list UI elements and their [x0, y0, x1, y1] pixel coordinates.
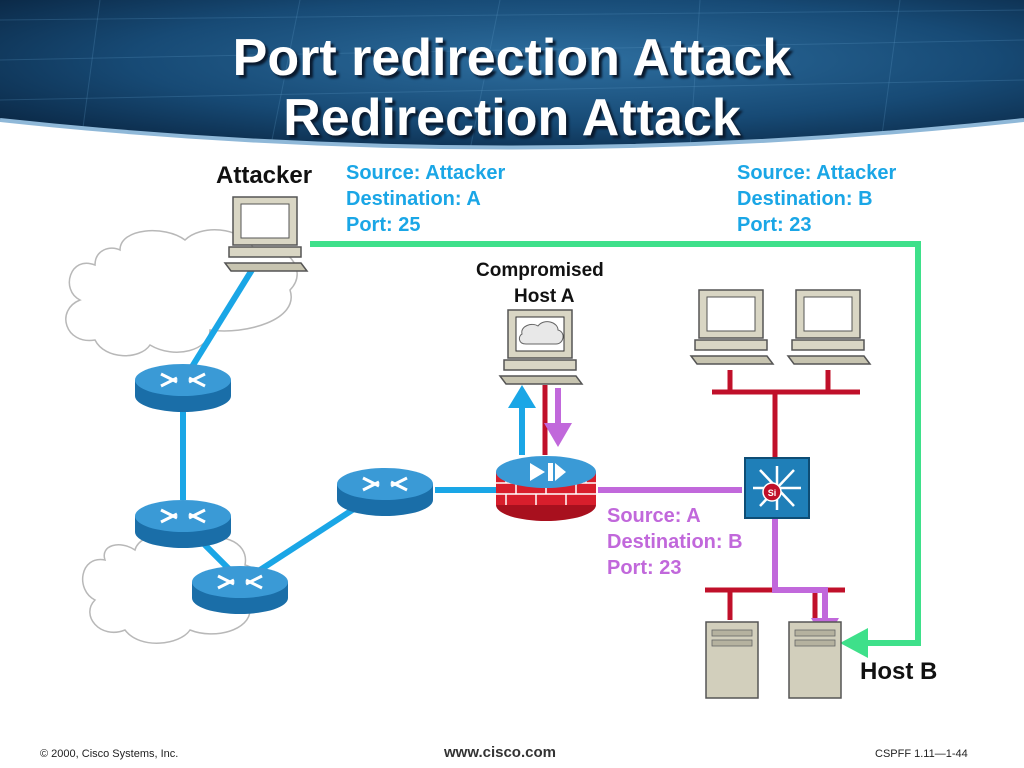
router-icon [133, 362, 233, 414]
packet-3-port: Port: 23 [607, 557, 682, 579]
packet-1-port: Port: 25 [346, 214, 421, 236]
lan-computer-icon [787, 289, 871, 365]
header-banner: Port redirection Attack Redirection Atta… [0, 0, 1024, 150]
compromised-host-label-line1: Compromised [476, 260, 604, 281]
compromised-host-computer-icon [499, 309, 583, 385]
router-icon [133, 498, 233, 550]
packet-2-destination: Destination: B [737, 188, 873, 210]
switch-icon: Si [744, 457, 810, 519]
compromised-host-label-line2: Host A [514, 286, 575, 307]
packet-1-destination: Destination: A [346, 188, 481, 210]
packet-2-port: Port: 23 [737, 214, 812, 236]
router-icon [190, 564, 290, 616]
host-b-server-icon [788, 621, 842, 699]
page-title: Port redirection Attack [232, 29, 792, 87]
packet-1-source: Source: Attacker [346, 162, 506, 184]
footer-copyright: © 2000, Cisco Systems, Inc. [40, 748, 179, 760]
footer-url: www.cisco.com [444, 744, 556, 761]
server-icon [705, 621, 759, 699]
attacker-label: Attacker [216, 162, 313, 189]
firewall-icon [496, 456, 596, 521]
svg-text:Si: Si [768, 488, 777, 498]
page-subtitle: Redirection Attack [283, 89, 741, 147]
packet-3-destination: Destination: B [607, 531, 743, 553]
packet-3-source: Source: A [607, 505, 701, 527]
host-b-label: Host B [860, 658, 938, 685]
packet-2-source: Source: Attacker [737, 162, 897, 184]
lan-computer-icon [690, 289, 774, 365]
router-icon [335, 466, 435, 518]
footer-code: CSPFF 1.11—1-44 [875, 748, 968, 760]
